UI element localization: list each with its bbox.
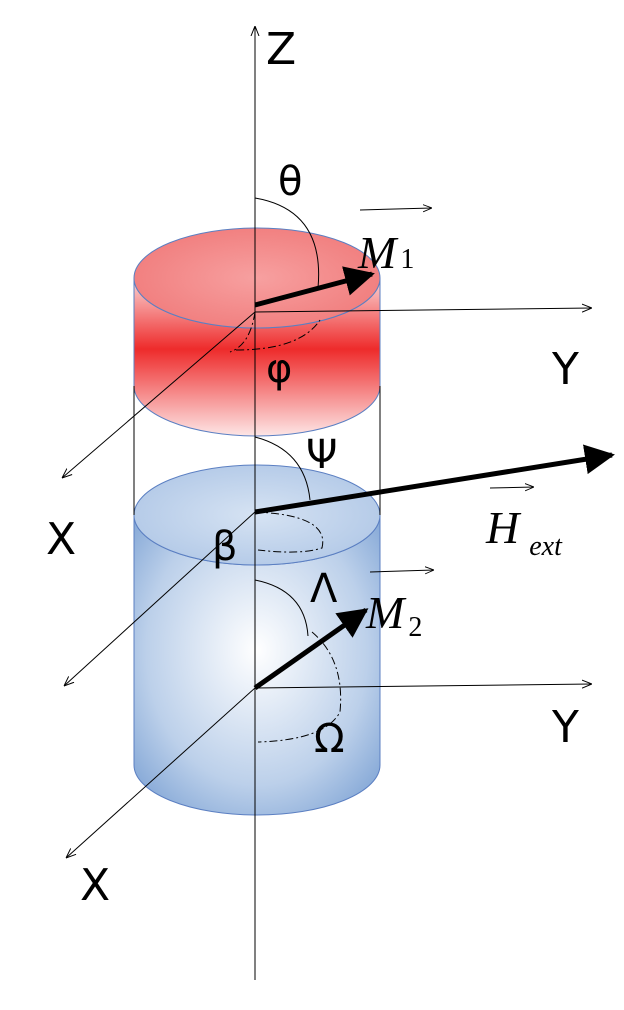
z-axis-label: Z bbox=[266, 24, 296, 75]
m2-overarrow bbox=[369, 570, 434, 572]
h-overarrow bbox=[489, 487, 534, 488]
lambda-arc bbox=[254, 579, 309, 637]
y-axis-bottom bbox=[254, 684, 592, 688]
omega-label: Ω bbox=[314, 716, 345, 762]
lambda-label: Λ bbox=[310, 566, 338, 612]
y-axis-bottom-label: Y bbox=[551, 702, 579, 753]
m1-symbol: M bbox=[357, 227, 399, 278]
psi-arc bbox=[254, 436, 311, 501]
x-axis-top bbox=[62, 311, 256, 478]
m1-vector bbox=[254, 266, 375, 308]
x-axis-bottom bbox=[66, 687, 256, 858]
h-symbol: H bbox=[485, 502, 522, 553]
theta-arc bbox=[254, 197, 320, 289]
x-axis-mid bbox=[64, 511, 256, 686]
x-axis-top-label: X bbox=[46, 514, 76, 565]
phi-arc bbox=[229, 311, 321, 353]
h-subscript: ext bbox=[529, 531, 563, 562]
m2-vector bbox=[253, 607, 369, 691]
m2-subscript: 2 bbox=[408, 612, 422, 643]
m1-subscript: 1 bbox=[400, 244, 414, 275]
m2-symbol: M bbox=[365, 587, 407, 638]
y-axis-top bbox=[254, 308, 592, 312]
psi-label: Ψ bbox=[306, 432, 337, 478]
phi-label: φ bbox=[266, 346, 292, 392]
theta-label: θ bbox=[278, 159, 302, 205]
beta-label: β bbox=[212, 524, 238, 570]
y-axis-top-label: Y bbox=[551, 344, 579, 395]
m1-overarrow bbox=[359, 208, 432, 210]
beta-dash-arc bbox=[254, 511, 324, 553]
x-axis-bottom-label: X bbox=[80, 860, 110, 911]
h-ext-vector bbox=[254, 444, 615, 515]
top-layer-cylinder bbox=[133, 227, 381, 437]
bottom-layer-cylinder bbox=[133, 464, 381, 816]
